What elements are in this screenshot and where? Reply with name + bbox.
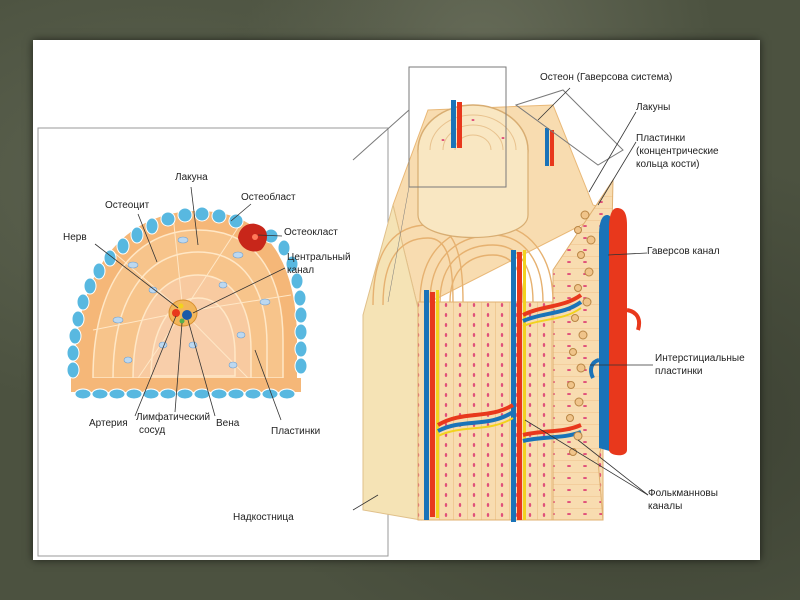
lacunae-cluster: [566, 210, 596, 456]
label-osteon: Остеон (Гаверсова система): [540, 72, 672, 83]
nerve-dot: [178, 303, 184, 309]
label-nerve: Нерв: [63, 232, 87, 243]
label-interstitial-1: Интерстициальные: [655, 353, 745, 364]
label-interstitial-2: пластинки: [655, 366, 702, 377]
label-lacuna-left: Лакуна: [175, 172, 208, 183]
label-lamellae-2: (концентрические: [636, 146, 719, 157]
bone-block: [362, 100, 642, 522]
label-lymph-2: сосуд: [139, 425, 165, 436]
periosteum-cells: [66, 206, 308, 400]
label-volkmann-2: каналы: [648, 501, 682, 512]
slide-canvas: Лакуна Остеобласт Остеоцит Остеокласт Не…: [33, 40, 760, 560]
label-central-canal-2: канал: [287, 265, 314, 276]
label-osteocyte: Остеоцит: [105, 200, 150, 211]
bone-diagram: Лакуна Остеобласт Остеоцит Остеокласт Не…: [37, 66, 745, 557]
label-lamellae-1: Пластинки: [636, 133, 685, 144]
zoom-box: [408, 66, 507, 188]
label-lamellae-3: кольца кости): [636, 159, 700, 170]
label-haversian-canal: Гаверсов канал: [647, 246, 720, 257]
label-lamellae-left: Пластинки: [271, 426, 320, 437]
label-lymph-1: Лимфатический: [136, 411, 210, 423]
label-lacunae: Лакуны: [636, 102, 670, 113]
vein-dot: [182, 310, 192, 320]
label-volkmann-1: Фолькманновы: [648, 488, 718, 499]
label-osteoclast: Остеокласт: [284, 227, 338, 238]
label-central-canal-1: Центральный: [287, 252, 351, 263]
osteon-cross-section: [66, 206, 308, 400]
label-artery: Артерия: [89, 418, 128, 429]
lymph-dot: [179, 318, 185, 324]
label-osteoblast: Остеобласт: [241, 191, 296, 203]
label-periosteum: Надкостница: [233, 512, 294, 523]
label-vein: Вена: [216, 418, 240, 429]
artery-dot: [172, 309, 180, 317]
